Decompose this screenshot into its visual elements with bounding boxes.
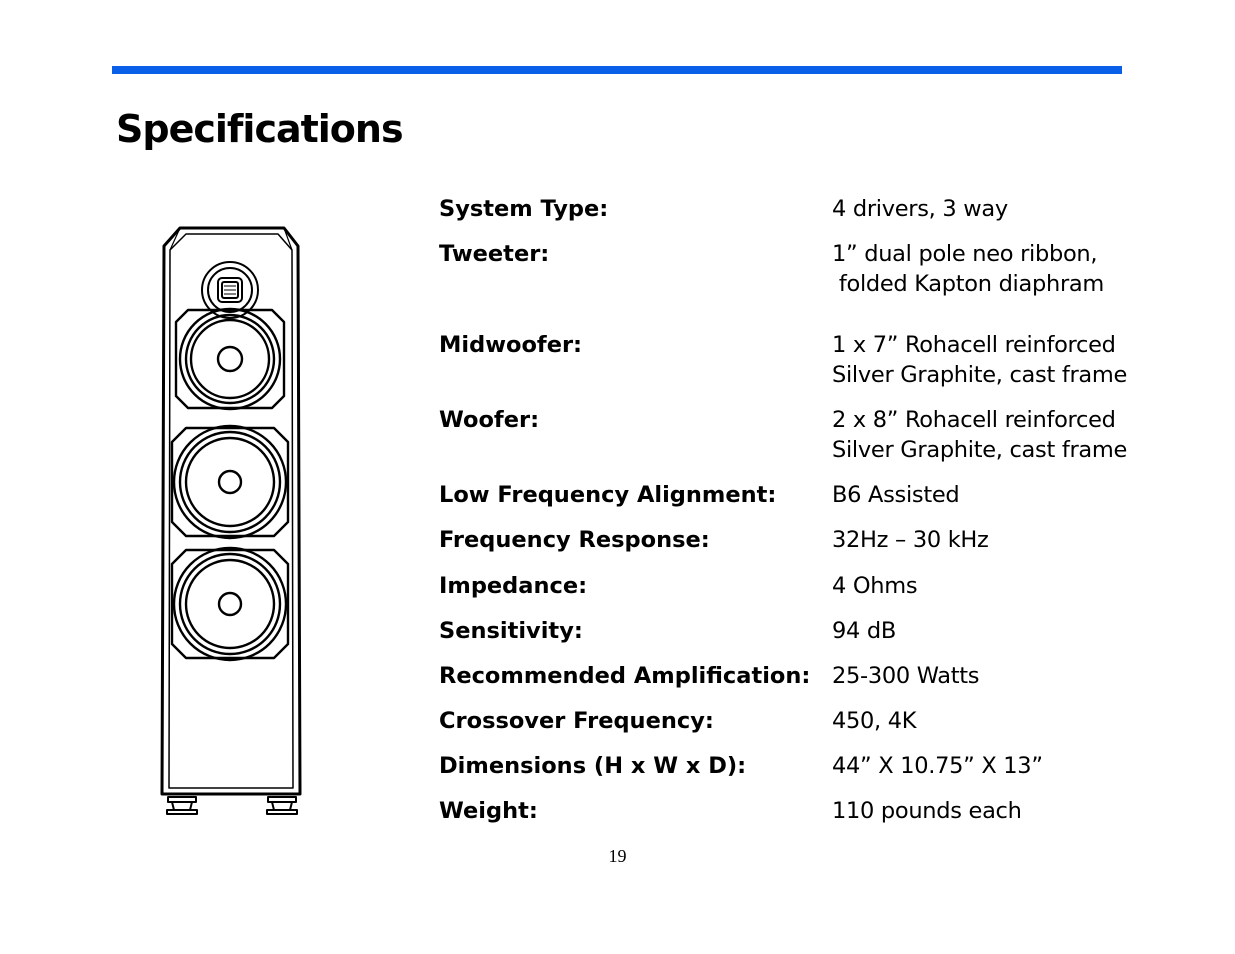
spec-value-line: 32Hz – 30 kHz: [832, 527, 989, 553]
spec-label: Tweeter:: [439, 241, 550, 267]
spec-value-line: 4 drivers, 3 way: [832, 196, 1008, 222]
spec-label: Woofer:: [439, 407, 540, 433]
spec-value: 1” dual pole neo ribbon, folded Kapton d…: [832, 239, 1104, 299]
spec-value: 94 dB: [832, 616, 896, 646]
spec-value-line: 1 x 7” Rohacell reinforced: [832, 332, 1116, 358]
spec-value: 25-300 Watts: [832, 661, 980, 691]
spec-label: Crossover Frequency:: [439, 708, 714, 734]
spec-label: Recommended Amplification:: [439, 663, 811, 689]
spec-value-line: Silver Graphite, cast frame: [832, 362, 1128, 388]
spec-value: 450, 4K: [832, 706, 917, 736]
spec-value-line: 1” dual pole neo ribbon,: [832, 241, 1098, 267]
spec-value: 32Hz – 30 kHz: [832, 525, 989, 555]
spec-value: 4 Ohms: [832, 571, 918, 601]
spec-value-line: folded Kapton diaphram: [832, 271, 1104, 297]
spec-label: Weight:: [439, 798, 538, 824]
spec-value: 44” X 10.75” X 13”: [832, 751, 1043, 781]
spec-value-line: Silver Graphite, cast frame: [832, 437, 1128, 463]
spec-label: System Type:: [439, 196, 609, 222]
spec-value-line: 450, 4K: [832, 708, 917, 734]
spec-label: Low Frequency Alignment:: [439, 482, 777, 508]
speaker-illustration: [160, 226, 302, 815]
spec-value-line: 94 dB: [832, 618, 897, 644]
spec-value-line: 2 x 8” Rohacell reinforced: [832, 407, 1116, 433]
top-accent-rule: [112, 66, 1122, 74]
spec-value-line: B6 Assisted: [832, 482, 960, 508]
page-title: Specifications: [116, 107, 404, 151]
spec-value-line: 110 pounds each: [832, 798, 1022, 824]
spec-label: Frequency Response:: [439, 527, 710, 553]
spec-value-line: 4 Ohms: [832, 573, 918, 599]
spec-value: B6 Assisted: [832, 480, 960, 510]
spec-label: Midwoofer:: [439, 332, 583, 358]
page-number: 19: [608, 846, 627, 866]
spec-value-line: 25-300 Watts: [832, 663, 980, 689]
spec-label: Sensitivity:: [439, 618, 583, 644]
spec-label: Dimensions (H x W x D):: [439, 753, 747, 779]
spec-value-line: 44” X 10.75” X 13”: [832, 753, 1043, 779]
spec-value: 4 drivers, 3 way: [832, 194, 1008, 224]
spec-label: Impedance:: [439, 573, 588, 599]
spec-value: 110 pounds each: [832, 796, 1022, 826]
